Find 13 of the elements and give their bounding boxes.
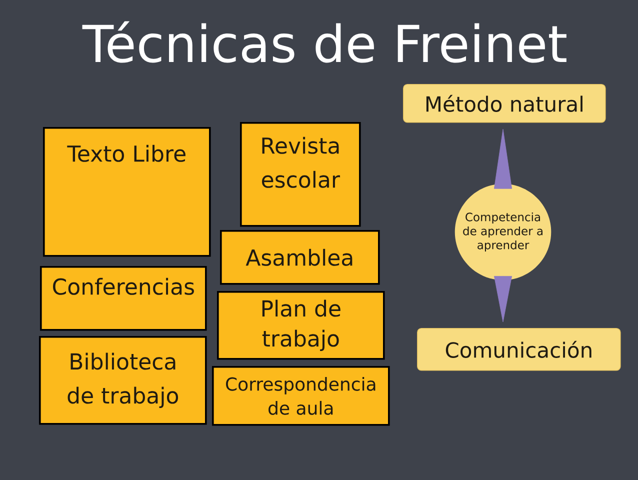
text-box: Asamblea <box>220 230 380 285</box>
text-box: Texto Libre <box>43 127 211 257</box>
text-box: Plan de trabajo <box>217 291 385 360</box>
text-box: Revista escolar <box>240 122 361 227</box>
text-box: Conferencias <box>40 266 207 331</box>
text-box: Biblioteca de trabajo <box>39 336 207 425</box>
title: Técnicas de Freinet <box>82 21 566 63</box>
arrow <box>494 128 512 189</box>
text-box: Correspondencia de aula <box>212 366 390 426</box>
rounded-label: Comunicación <box>417 328 621 371</box>
circle-label: Competencia de aprender a aprender <box>454 184 552 280</box>
arrow <box>494 276 512 322</box>
rounded-label: Método natural <box>403 84 606 123</box>
